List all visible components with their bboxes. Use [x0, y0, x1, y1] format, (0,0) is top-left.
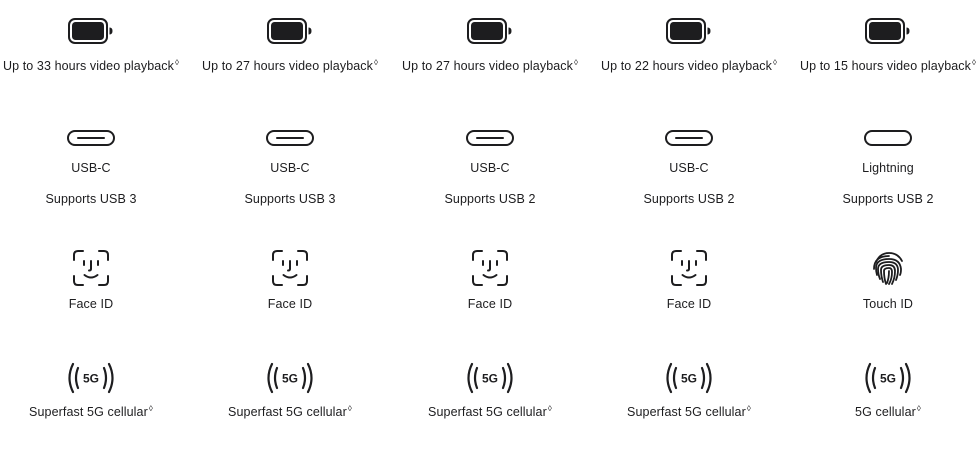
cellular-label: Superfast 5G cellular◊: [228, 404, 352, 420]
battery-full-icon: [467, 18, 512, 44]
battery-cell: Up to 22 hours video playback◊: [599, 18, 779, 74]
connector-label: USB-C: [270, 161, 310, 175]
cellular-cell: 5G 5G cellular◊: [798, 360, 977, 420]
5g-cellular-icon: 5G: [865, 362, 911, 394]
face-id-icon: [472, 250, 508, 286]
battery-cell: Up to 15 hours video playback◊: [798, 18, 977, 74]
connector-label: USB-C: [669, 161, 709, 175]
5g-cellular-icon: 5G: [68, 362, 114, 394]
connector-cell: USB-C Supports USB 2: [400, 130, 580, 207]
cellular-cell: 5G Superfast 5G cellular◊: [200, 360, 380, 420]
battery-cell: Up to 33 hours video playback◊: [1, 18, 181, 74]
usb-c-connector-icon: [67, 130, 115, 146]
usb-support-label: Supports USB 3: [45, 192, 137, 206]
footnote-mark: ◊: [773, 58, 778, 67]
cellular-label: 5G cellular◊: [855, 404, 921, 420]
usb-support-label: Supports USB 2: [643, 192, 735, 206]
cellular-label: Superfast 5G cellular◊: [428, 404, 552, 420]
connector-label: Lightning: [862, 161, 914, 175]
auth-cell: Face ID: [599, 248, 779, 312]
5g-glyph: 5G: [681, 372, 697, 386]
usb-c-connector-icon: [665, 130, 713, 146]
auth-label: Face ID: [68, 297, 114, 311]
battery-full-icon: [666, 18, 711, 44]
footnote-mark: ◊: [148, 404, 153, 413]
auth-cell: Face ID: [400, 248, 580, 312]
touch-id-icon: [873, 252, 903, 285]
battery-label: Up to 22 hours video playback◊: [600, 58, 778, 74]
connector-cell: USB-C Supports USB 2: [599, 130, 779, 207]
footnote-mark: ◊: [574, 58, 579, 67]
5g-glyph: 5G: [482, 372, 498, 386]
footnote-mark: ◊: [175, 58, 180, 67]
footnote-mark: ◊: [916, 404, 921, 413]
5g-cellular-icon: 5G: [267, 362, 313, 394]
usb-support-label: Supports USB 2: [444, 192, 536, 206]
cellular-cell: 5G Superfast 5G cellular◊: [1, 360, 181, 420]
usb-support-label: Supports USB 3: [244, 192, 336, 206]
auth-label: Face ID: [267, 297, 313, 311]
lightning-connector-icon: [864, 130, 912, 146]
auth-cell: Face ID: [200, 248, 380, 312]
cellular-cell: 5G Superfast 5G cellular◊: [599, 360, 779, 420]
connector-label: USB-C: [71, 161, 111, 175]
5g-glyph: 5G: [83, 372, 99, 386]
5g-glyph: 5G: [282, 372, 298, 386]
cellular-label: Superfast 5G cellular◊: [627, 404, 751, 420]
battery-full-icon: [68, 18, 113, 44]
auth-cell: Touch ID: [798, 248, 977, 312]
battery-label: Up to 27 hours video playback◊: [401, 58, 579, 74]
footnote-mark: ◊: [972, 58, 977, 67]
face-id-icon: [671, 250, 707, 286]
face-id-icon: [73, 250, 109, 286]
battery-full-icon: [865, 18, 910, 44]
footnote-mark: ◊: [347, 404, 352, 413]
battery-full-icon: [267, 18, 312, 44]
5g-cellular-icon: 5G: [467, 362, 513, 394]
battery-label: Up to 27 hours video playback◊: [201, 58, 379, 74]
cellular-label: Superfast 5G cellular◊: [29, 404, 153, 420]
auth-label: Face ID: [467, 297, 513, 311]
usb-support-label: Supports USB 2: [842, 192, 934, 206]
auth-cell: Face ID: [1, 248, 181, 312]
5g-glyph: 5G: [880, 372, 896, 386]
usb-c-connector-icon: [466, 130, 514, 146]
auth-label: Touch ID: [862, 297, 914, 311]
connector-cell: Lightning Supports USB 2: [798, 130, 977, 207]
connector-cell: USB-C Supports USB 3: [200, 130, 380, 207]
footnote-mark: ◊: [746, 404, 751, 413]
battery-label: Up to 33 hours video playback◊: [2, 58, 180, 74]
battery-cell: Up to 27 hours video playback◊: [400, 18, 580, 74]
cellular-cell: 5G Superfast 5G cellular◊: [400, 360, 580, 420]
battery-label: Up to 15 hours video playback◊: [799, 58, 977, 74]
usb-c-connector-icon: [266, 130, 314, 146]
footnote-mark: ◊: [547, 404, 552, 413]
auth-label: Face ID: [666, 297, 712, 311]
connector-label: USB-C: [470, 161, 510, 175]
face-id-icon: [272, 250, 308, 286]
5g-cellular-icon: 5G: [666, 362, 712, 394]
footnote-mark: ◊: [374, 58, 379, 67]
connector-cell: USB-C Supports USB 3: [1, 130, 181, 207]
battery-cell: Up to 27 hours video playback◊: [200, 18, 380, 74]
